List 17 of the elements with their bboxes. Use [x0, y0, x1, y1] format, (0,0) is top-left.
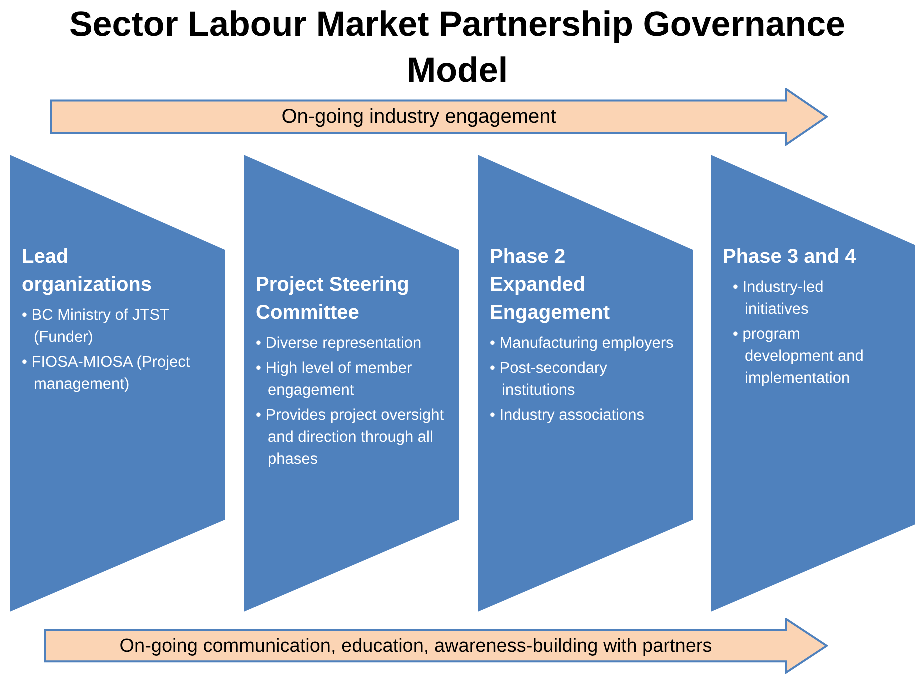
bullet-item: • Manufacturing employers [490, 334, 675, 354]
bullet-item: • Industry associations [490, 406, 646, 426]
phase-heading: Lead organizations [22, 245, 154, 298]
phase-heading: Project Steering Committee [256, 273, 410, 326]
arrow-label: On-going industry engagement [282, 107, 556, 127]
bullet-item: • Diverse representation [256, 334, 423, 354]
phase-heading: Phase 2 Expanded Engagement [490, 245, 612, 326]
title: Sector Labour Market Partnership Governance Model [68, 4, 847, 92]
bullet-item: • BC Ministry of JTST (Funder) [22, 306, 170, 348]
phase-heading: Phase 3 and 4 [723, 245, 858, 270]
bullet-item: • Provides project oversight and direction through all phases [256, 406, 446, 470]
bullet-item: • program development and implementation [733, 325, 865, 389]
bullet-item: • High level of member engagement [256, 359, 414, 401]
bullet-item: • FIOSA-MIOSA (Project management) [22, 353, 192, 395]
bullet-item: • Industry-led initiatives [733, 278, 825, 320]
bullet-item: • Post-secondary institutions [490, 359, 608, 401]
arrow-label: On-going communication, education, awareness-building with partners [120, 636, 712, 656]
